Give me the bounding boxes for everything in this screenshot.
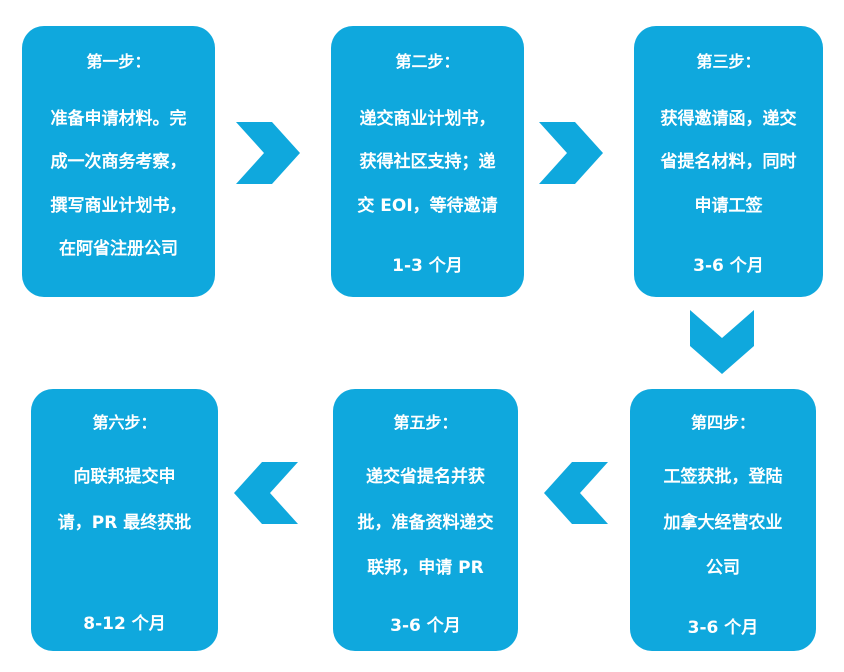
step-2-line-3: 交 EOI，等待邀请 — [357, 196, 498, 216]
step-1-title: 第一步： — [86, 52, 151, 71]
step-4-line-3: 公司 — [706, 558, 740, 578]
step-1-line-4: 在阿省注册公司 — [59, 239, 178, 259]
step-2-line-1: 递交商业计划书， — [359, 109, 496, 129]
step-3-duration: 3-6 个月 — [693, 256, 764, 276]
step-2-box: 第二步： 递交商业计划书， 获得社区支持；递 交 EOI，等待邀请 1-3 个月 — [331, 26, 524, 297]
step-2-line-2: 获得社区支持；递 — [359, 152, 496, 172]
chevron-right-icon — [236, 122, 300, 184]
step-4-title: 第四步： — [690, 413, 755, 432]
step-4-duration: 3-6 个月 — [687, 618, 759, 638]
step-6-duration: 8-12 个月 — [83, 614, 166, 634]
step-5-line-2: 批，准备资料递交 — [357, 513, 494, 533]
step-5-line-1: 递交省提名并获 — [366, 467, 485, 487]
step-3-line-3: 申请工签 — [694, 196, 763, 216]
chevron-right-icon — [539, 122, 603, 184]
chevron-left-icon — [234, 462, 298, 524]
step-6-box: 第六步： 向联邦提交申 请，PR 最终获批 8-12 个月 — [31, 389, 218, 651]
step-5-duration: 3-6 个月 — [390, 616, 461, 636]
step-6-line-2: 请，PR 最终获批 — [57, 513, 192, 533]
step-3-line-2: 省提名材料，同时 — [660, 152, 797, 172]
step-1-line-2: 成一次商务考察， — [50, 152, 187, 172]
step-4-box: 第四步： 工签获批，登陆 加拿大经营农业 公司 3-6 个月 — [630, 389, 816, 651]
step-4-line-2: 加拿大经营农业 — [663, 513, 783, 533]
step-5-line-3: 联邦，申请 PR — [367, 558, 484, 578]
chevron-left-icon — [544, 462, 608, 524]
step-4-line-1: 工签获批，登陆 — [663, 467, 783, 487]
step-1-line-1: 准备申请材料。完 — [50, 109, 187, 129]
step-1-line-3: 撰写商业计划书， — [50, 196, 187, 216]
step-5-title: 第五步： — [393, 413, 458, 432]
step-3-box: 第三步： 获得邀请函，递交 省提名材料，同时 申请工签 3-6 个月 — [634, 26, 823, 297]
step-3-line-1: 获得邀请函，递交 — [660, 109, 797, 129]
step-3-title: 第三步： — [696, 52, 761, 71]
step-1-box: 第一步： 准备申请材料。完 成一次商务考察， 撰写商业计划书， 在阿省注册公司 — [22, 26, 215, 297]
step-6-line-1: 向联邦提交申 — [73, 467, 176, 487]
step-6-title: 第六步： — [92, 413, 157, 432]
chevron-down-icon — [690, 310, 754, 374]
step-2-title: 第二步： — [395, 52, 460, 71]
step-5-box: 第五步： 递交省提名并获 批，准备资料递交 联邦，申请 PR 3-6 个月 — [333, 389, 518, 651]
step-2-duration: 1-3 个月 — [392, 256, 463, 276]
